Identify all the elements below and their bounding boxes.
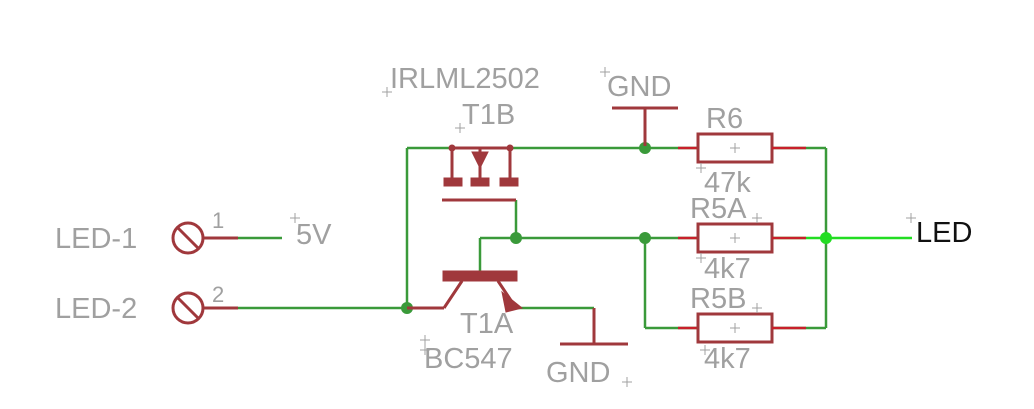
gnd-symbol-top <box>612 106 678 146</box>
mosfet-t1b[interactable] <box>442 144 519 202</box>
r5b-name: R5B <box>690 283 746 315</box>
wires <box>238 108 912 330</box>
t1b-part-number: IRLML2502 <box>390 63 540 95</box>
resistor-r6[interactable] <box>678 132 806 164</box>
pin-number-2: 2 <box>212 282 224 307</box>
t1b-name: T1B <box>462 99 515 131</box>
r5a-name: R5A <box>690 193 747 225</box>
r6-value: 47k <box>704 167 751 199</box>
gnd-label-bottom: GND <box>546 357 610 389</box>
r5a-value: 4k7 <box>704 253 751 285</box>
connector-label-led2: LED-2 <box>55 293 137 325</box>
resistor-r5b[interactable] <box>678 312 806 344</box>
connector-led2[interactable] <box>171 291 238 325</box>
junction-dot <box>510 232 522 244</box>
t1a-name: T1A <box>460 308 514 340</box>
supply-label-5v: 5V <box>296 219 332 251</box>
pin-number-1: 1 <box>212 208 224 233</box>
gnd-symbol-bottom <box>560 308 628 346</box>
connector-led1[interactable] <box>171 221 238 255</box>
transistor-t1a[interactable] <box>407 270 524 313</box>
junction-dot <box>639 142 651 154</box>
resistor-r5a[interactable] <box>678 222 806 254</box>
gnd-label-top: GND <box>607 71 671 103</box>
junction-dot <box>820 232 832 244</box>
connector-label-led1: LED-1 <box>55 223 137 255</box>
r6-name: R6 <box>706 103 743 135</box>
t1a-part-number: BC547 <box>424 343 513 375</box>
r5b-value: 4k7 <box>704 343 751 375</box>
junction-dot <box>639 232 651 244</box>
origin-markers <box>290 67 916 387</box>
net-label-led: LED <box>916 217 972 249</box>
